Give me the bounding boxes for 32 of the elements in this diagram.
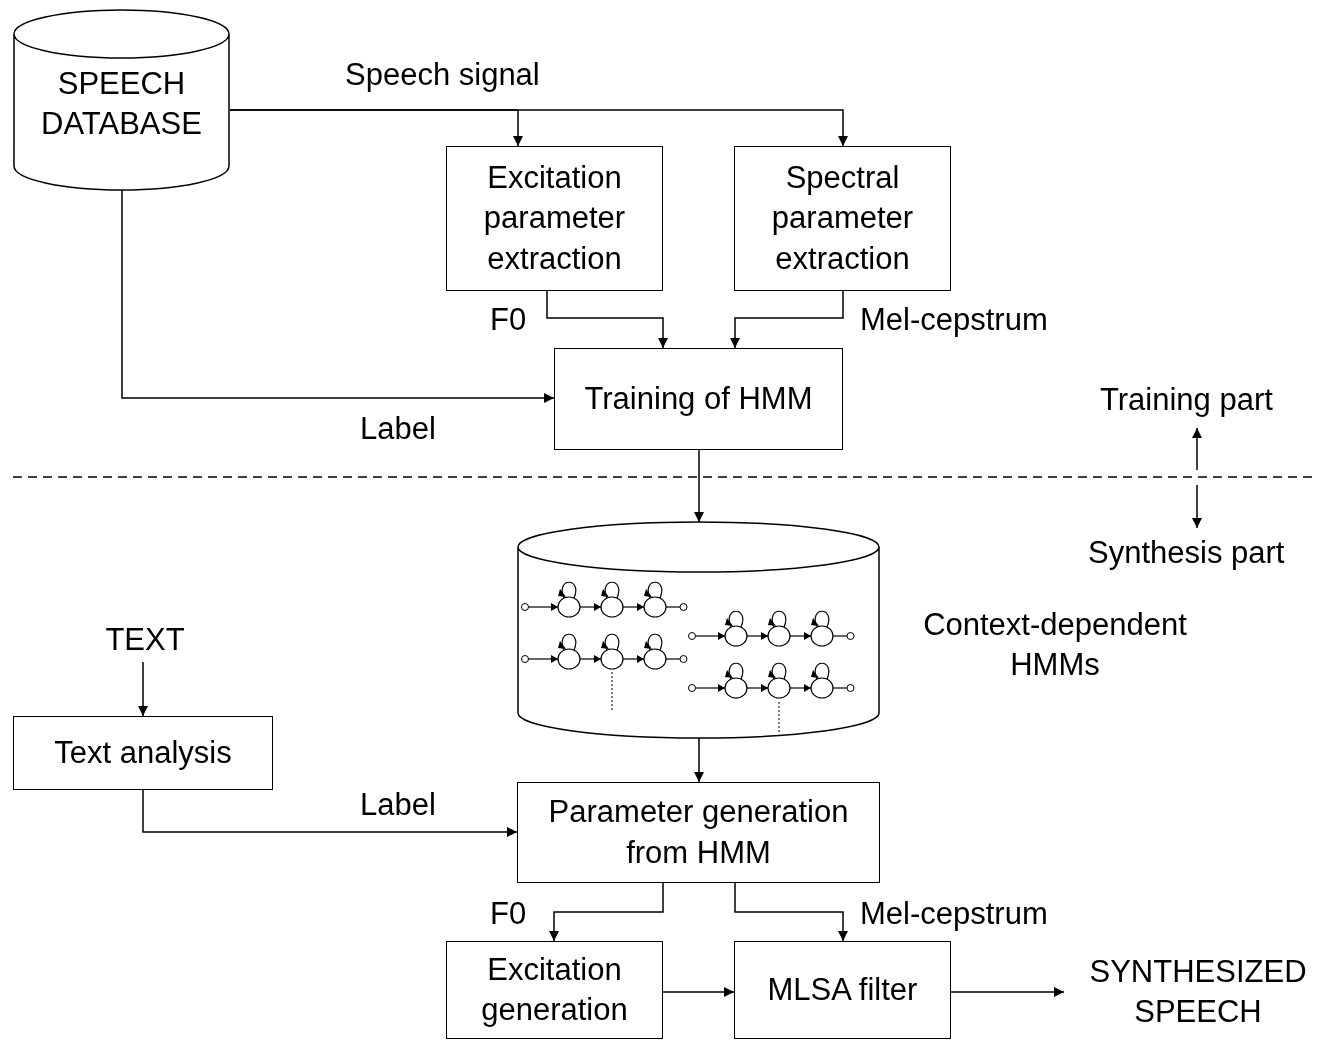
- arrow: [734, 882, 848, 942]
- node-label: Parameter generation from HMM: [547, 793, 850, 872]
- arrow: [950, 987, 1065, 997]
- arrow: [694, 449, 704, 523]
- node-label: TEXT: [105, 620, 185, 659]
- arrow: [662, 987, 735, 997]
- node-label: MLSA filter: [767, 970, 918, 1009]
- arrow: [694, 737, 704, 783]
- arrow: [549, 882, 664, 942]
- process-box: [446, 146, 663, 291]
- arrow: [730, 290, 844, 349]
- arrow: [546, 290, 668, 349]
- node-label: Text analysis: [54, 733, 232, 772]
- process-box: [734, 941, 951, 1039]
- arrow: [229, 109, 848, 147]
- node-label: Excitation parameter extraction: [482, 159, 627, 278]
- node-label: SYNTHESIZED SPEECH: [1088, 952, 1308, 1031]
- process-box: [13, 716, 273, 790]
- node-label: Spectral parameter extraction: [770, 159, 915, 278]
- process-box: [554, 348, 843, 450]
- part-label: Training part: [1100, 381, 1273, 419]
- part-label: Synthesis part: [1088, 534, 1285, 572]
- node-label: Training of HMM: [584, 379, 813, 418]
- arrow: [121, 189, 555, 403]
- process-box: [734, 146, 951, 291]
- node-label: SPEECH DATABASE: [40, 64, 203, 143]
- process-box: [446, 941, 663, 1039]
- node-caption: Context-dependent HMMs: [922, 606, 1188, 685]
- process-box: [517, 782, 880, 883]
- arrow: [138, 661, 148, 717]
- arrow: [142, 789, 518, 837]
- node-label: Excitation generation: [480, 950, 629, 1029]
